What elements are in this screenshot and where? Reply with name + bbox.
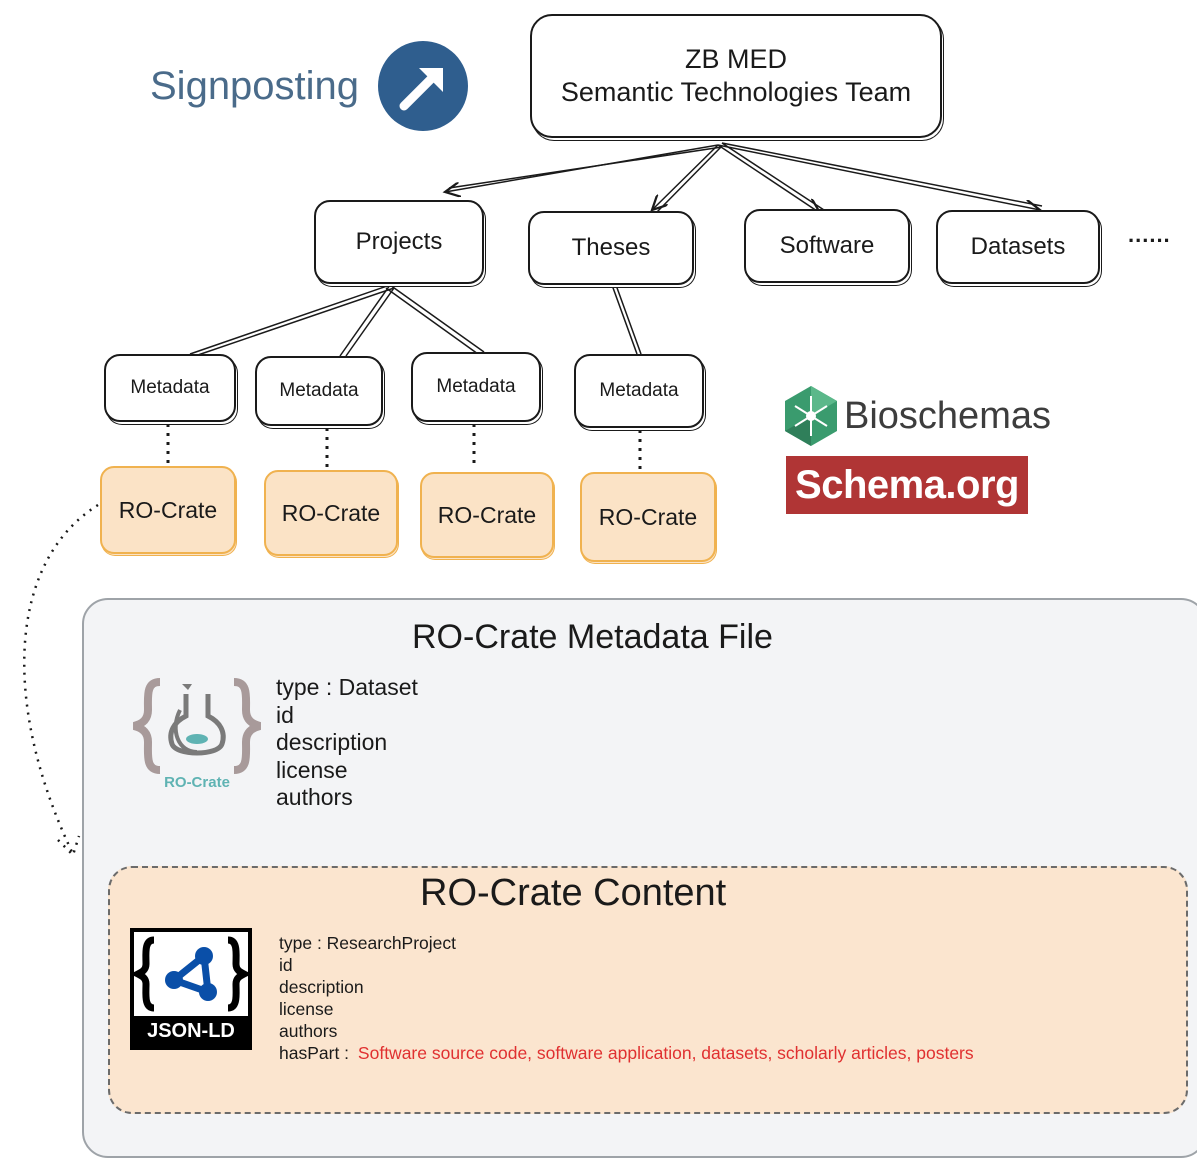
property-item: license [279,999,334,1019]
metadata-file-properties: type : Dataset id description license au… [276,674,418,812]
json-ld-label: JSON-LD [147,1020,235,1042]
content-panel [108,866,1188,1114]
ro-crate-label: RO-Crate [281,499,381,526]
property-item: description [279,977,364,997]
ro-crate-logo-label: RO-Crate [164,774,230,791]
metadata-label: Metadata [436,376,516,397]
projects-to-metadata-lines [189,284,642,357]
category-label: Projects [355,228,443,255]
metadata-label: Metadata [130,377,210,398]
category-label: Software [779,232,875,259]
more-categories-ellipsis: ...... [1128,222,1171,247]
metadata-file-title: RO-Crate Metadata File [412,618,773,656]
metadata-box-1: Metadata [104,354,236,422]
metadata-box-3: Metadata [411,352,541,422]
property-item: type : Dataset [276,674,418,700]
signposting-logo: Signposting [150,40,469,132]
root-line-2: Semantic Technologies Team [560,77,912,107]
bioschemas-label: Bioschemas [844,394,1051,437]
json-ld-logo-icon [130,936,252,1012]
metadata-to-crate-dots [166,424,642,470]
schema-org-logo: Schema.org [786,456,1028,514]
ro-crate-label: RO-Crate [437,501,537,528]
ro-crate-logo: RO-Crate [130,676,264,796]
json-ld-logo: JSON-LD [130,928,252,1050]
content-properties: type : ResearchProject id description li… [279,932,974,1064]
haspart-label: hasPart : [279,1043,350,1063]
category-software: Software [744,209,910,283]
category-projects: Projects [314,200,484,284]
bioschemas-logo: Bioschemas [782,384,1051,448]
property-item: type : ResearchProject [279,933,457,953]
ro-crate-label: RO-Crate [598,503,698,530]
metadata-label: Metadata [279,380,359,401]
ro-crate-logo-icon [132,678,262,774]
ro-crate-label: RO-Crate [118,496,218,523]
metadata-box-2: Metadata [255,356,383,426]
bioschemas-logo-icon [785,386,837,446]
category-label: Datasets [970,233,1066,260]
root-line-1: ZB MED [684,44,787,74]
metadata-label: Metadata [599,380,679,401]
ro-crate-box-3: RO-Crate [420,472,554,558]
arrow-up-right-icon [378,41,469,131]
category-datasets: Datasets [936,210,1100,284]
root-node: ZB MED Semantic Technologies Team [530,14,942,138]
property-item: license [276,756,348,783]
category-label: Theses [571,234,651,261]
crate-to-content-dotted-arrow [23,503,99,858]
property-item: authors [276,784,353,810]
content-title: RO-Crate Content [420,872,727,914]
schema-org-label: Schema.org [795,462,1019,507]
ro-crate-box-1: RO-Crate [100,466,236,554]
ro-crate-box-4: RO-Crate [580,472,716,562]
root-to-categories-arrows [445,142,1042,213]
property-item: id [276,701,294,728]
property-item: authors [279,1021,338,1041]
haspart-row: hasPart : Software source code, software… [279,1042,974,1064]
property-item: description [276,729,388,755]
ro-crate-box-2: RO-Crate [264,470,398,556]
category-theses: Theses [528,211,694,285]
haspart-value: Software source code, software applicati… [357,1043,974,1063]
metadata-box-4: Metadata [574,354,704,428]
property-item: id [279,955,293,975]
signposting-label: Signposting [150,63,360,108]
